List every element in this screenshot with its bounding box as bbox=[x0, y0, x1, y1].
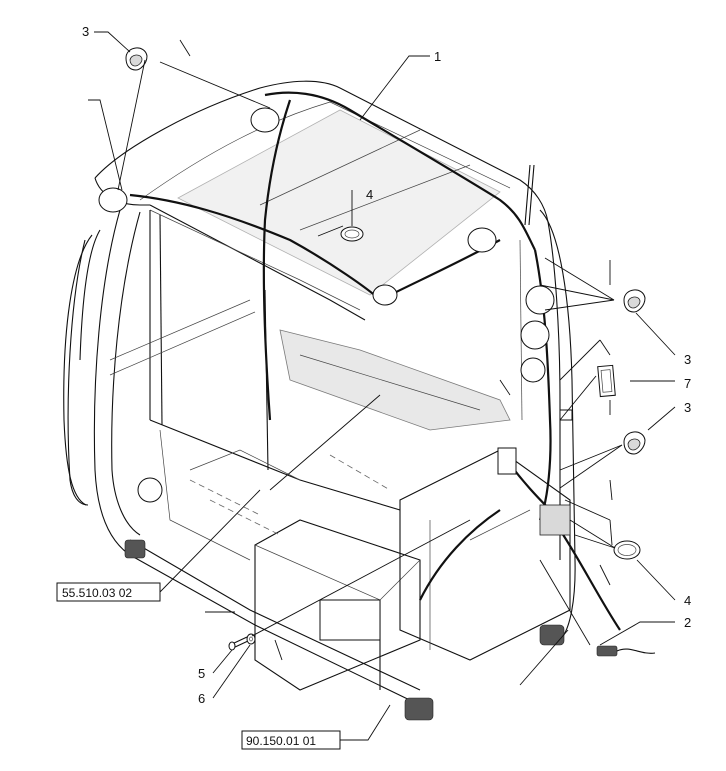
grommet-part-right-upper bbox=[623, 289, 646, 313]
bolt-part bbox=[228, 636, 249, 651]
grommet-part-right-lower bbox=[623, 431, 646, 455]
callout-2: 2 bbox=[684, 615, 691, 630]
reference-box-bottom[interactable]: 90.150.01 01 bbox=[241, 730, 341, 750]
callout-5: 5 bbox=[198, 666, 205, 681]
washer-part bbox=[246, 633, 256, 645]
callout-7: 7 bbox=[684, 376, 691, 391]
callout-3-top-left: 3 bbox=[82, 24, 89, 39]
components bbox=[98, 107, 573, 641]
ring-part-roof bbox=[340, 226, 364, 242]
callout-6: 6 bbox=[198, 691, 205, 706]
sensor-part bbox=[596, 645, 656, 657]
callout-1: 1 bbox=[434, 49, 441, 64]
callout-3-right-upper: 3 bbox=[684, 352, 691, 367]
reference-label-left: 55.510.03 02 bbox=[62, 586, 132, 600]
callout-3-right-lower: 3 bbox=[684, 400, 691, 415]
ring-part-right bbox=[613, 540, 641, 560]
pad-part bbox=[597, 364, 616, 398]
callout-4-roof: 4 bbox=[366, 187, 373, 202]
leader-lines bbox=[88, 31, 676, 741]
callout-labels: 1 3 4 3 7 3 4 2 5 6 bbox=[82, 24, 691, 706]
reference-box-left[interactable]: 55.510.03 02 bbox=[56, 582, 161, 602]
cab-frame bbox=[63, 80, 576, 721]
grommet-part-top-left bbox=[125, 47, 148, 71]
callout-4-right: 4 bbox=[684, 593, 691, 608]
reference-label-bottom: 90.150.01 01 bbox=[246, 734, 316, 748]
